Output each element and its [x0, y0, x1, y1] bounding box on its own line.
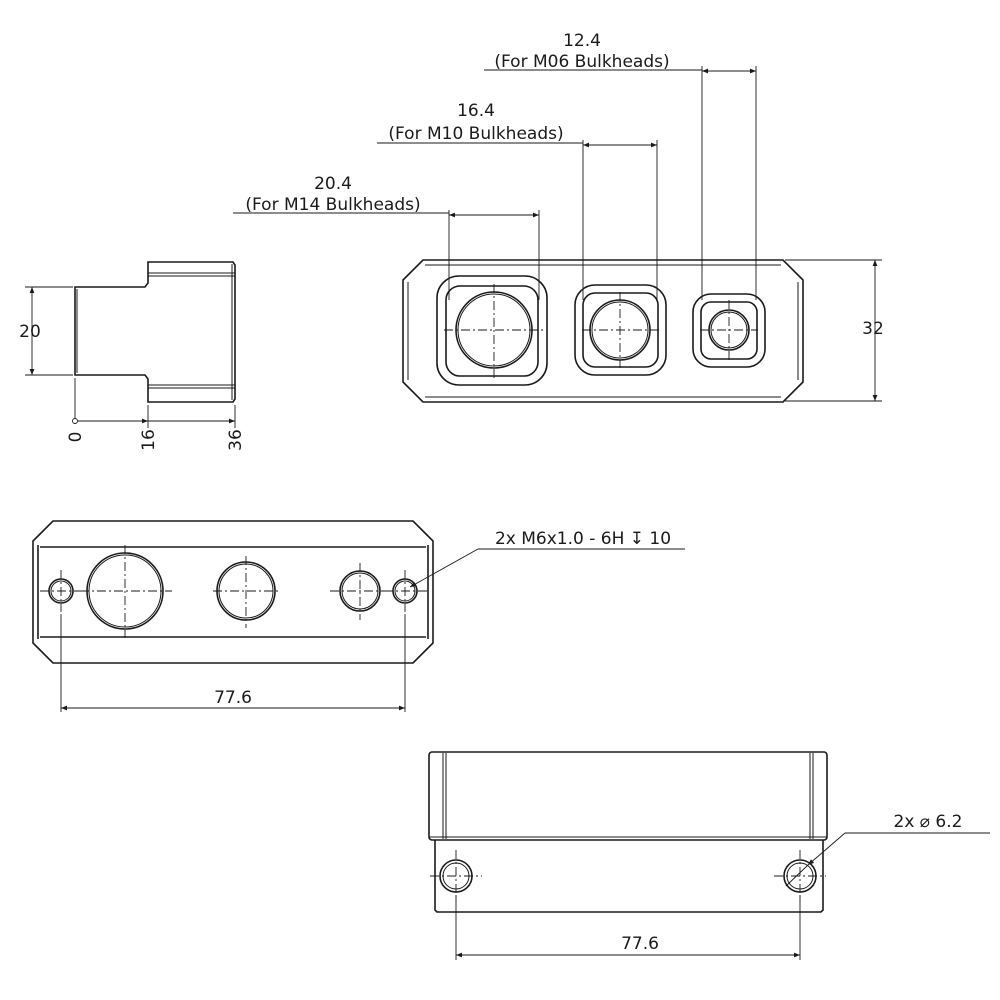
side-view: 20 0 16 36 — [19, 261, 246, 451]
hole-callout: 2x ⌀ 6.2 — [894, 812, 963, 832]
tick-36: 36 — [226, 429, 246, 451]
m06-pocket — [692, 293, 766, 368]
dim-m10-note: (For M10 Bulkheads) — [388, 124, 563, 144]
m10-pocket — [574, 284, 667, 376]
top-view: 20.4 (For M14 Bulkheads) 16.4 (For M10 B… — [233, 31, 884, 403]
dim-m10-value: 16.4 — [457, 101, 495, 121]
tick-16: 16 — [139, 429, 159, 451]
dim-m14-value: 20.4 — [314, 174, 352, 194]
dim-front-spacing: 77.6 — [214, 688, 252, 708]
m14-pocket — [436, 275, 548, 386]
dim-height: 32 — [862, 319, 884, 339]
bottom-view: 77.6 2x ⌀ 6.2 — [428, 751, 990, 960]
dim-m06-value: 12.4 — [563, 31, 601, 51]
tick-0: 0 — [66, 432, 86, 443]
dim-bottom-spacing: 77.6 — [621, 934, 659, 954]
front-view: 77.6 2x M6x1.0 - 6H ↧ 10 — [32, 520, 685, 712]
thread-callout: 2x M6x1.0 - 6H ↧ 10 — [495, 529, 671, 549]
dim-m14-note: (For M14 Bulkheads) — [245, 195, 420, 215]
dim-side-width: 20 — [19, 322, 41, 342]
dim-m06-note: (For M06 Bulkheads) — [494, 52, 669, 72]
